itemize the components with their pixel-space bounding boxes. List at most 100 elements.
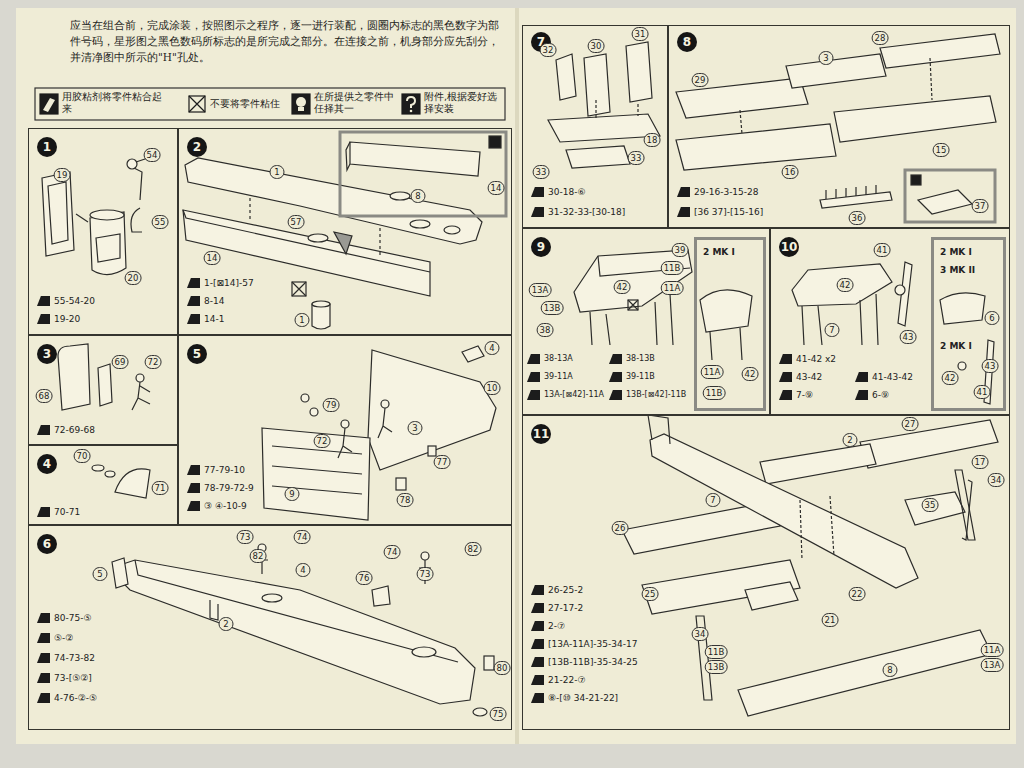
assembly-sequence: 73-[⑤②]	[37, 672, 92, 684]
part-drawing	[628, 300, 638, 310]
callout-number: 27	[902, 417, 919, 431]
part-drawing	[484, 656, 494, 670]
step-panel: 1126-25-227-17-22-⑦[13A-11A]-35-34-17[13…	[522, 415, 1010, 730]
part-drawing	[301, 394, 309, 402]
part-drawing	[740, 58, 932, 134]
callout-number: 16	[782, 165, 799, 179]
part-drawing	[918, 190, 972, 214]
callout-number: 11B	[661, 261, 684, 275]
part-drawing	[292, 282, 306, 296]
assembly-sequence: 41-43-42	[855, 371, 913, 383]
part-drawing	[428, 446, 436, 456]
callout-number: 5	[93, 567, 108, 581]
callout-number: 13A	[981, 658, 1004, 672]
callout-number: 3	[408, 421, 423, 435]
assembly-sequence: 4-76-②-⑤	[37, 692, 97, 704]
callout-number: 8	[883, 663, 898, 677]
callout-number: 72	[145, 355, 162, 369]
legend-text: 不要将零件粘住	[210, 98, 288, 110]
part-drawing	[48, 182, 68, 244]
assembly-sequence: 77-79-10	[187, 464, 245, 476]
callout-number: 41	[874, 243, 891, 257]
part-drawing	[955, 470, 975, 540]
step-number: 3	[37, 344, 57, 364]
callout-number: 33	[533, 165, 550, 179]
step-number: 10	[779, 237, 799, 257]
part-drawing	[310, 408, 318, 416]
paper-sheet	[16, 8, 1016, 744]
assembly-sequence: 43-42	[779, 371, 822, 383]
part-drawing	[628, 300, 638, 310]
part-drawing	[262, 428, 370, 520]
assembly-sequence: 72-69-68	[37, 424, 95, 436]
callout-number: 73	[237, 530, 254, 544]
part-drawing	[895, 285, 905, 295]
callout-number: 15	[933, 143, 950, 157]
callout-number: 69	[112, 355, 129, 369]
assembly-sequence: 13B-[⊠42]-11B	[609, 389, 686, 401]
step-number: 11	[531, 424, 551, 444]
part-drawing	[136, 374, 144, 382]
assembly-sequence: 55-54-20	[37, 295, 95, 307]
step-panel: 577-79-1078-79-72-9③ ④-10-9	[178, 335, 512, 525]
part-drawing	[90, 210, 124, 220]
part-drawing	[183, 210, 430, 296]
part-drawing	[346, 142, 350, 170]
part-drawing	[911, 175, 921, 185]
assembly-sequence: 1-[⊠14]-57	[187, 277, 254, 289]
callout-number: 42	[837, 278, 854, 292]
part-drawing	[132, 382, 150, 410]
callout-number: 10	[484, 381, 501, 395]
assembly-sequence: 14-1	[187, 313, 224, 325]
part-drawing	[800, 496, 834, 560]
legend-icon	[189, 96, 205, 112]
part-drawing	[396, 478, 406, 490]
part-drawing	[473, 708, 487, 716]
assembly-sequence: 29-16-3-15-28	[677, 186, 759, 198]
part-drawing	[131, 208, 142, 232]
callout-number: 7	[825, 323, 840, 337]
callout-number: 21	[822, 613, 839, 627]
part-drawing	[58, 344, 90, 410]
part-drawing	[792, 264, 892, 306]
assembly-sequence: 80-75-⑤	[37, 612, 91, 624]
callout-number: 34	[988, 473, 1005, 487]
callout-number: 26	[612, 521, 629, 535]
callout-number: 19	[54, 168, 71, 182]
variant-label: 2 MK I	[940, 246, 972, 258]
step-number: 1	[37, 137, 57, 157]
legend-icon	[292, 94, 310, 114]
part-drawing	[626, 42, 652, 102]
assembly-sequence: 74-73-82	[37, 652, 95, 664]
legend-bar	[35, 88, 505, 120]
part-drawing	[390, 192, 410, 200]
part-drawing	[962, 480, 972, 540]
part-drawing	[42, 172, 74, 256]
callout-number: 8	[411, 189, 426, 203]
part-drawing	[596, 100, 638, 120]
assembly-sequence: 7-⑨	[779, 389, 813, 401]
callout-number: 80	[494, 661, 511, 675]
step-panel: 3 72-69-68	[28, 335, 178, 445]
part-drawing	[410, 220, 430, 228]
part-drawing	[183, 210, 430, 272]
callout-number: 4	[485, 341, 500, 355]
part-drawing	[412, 647, 436, 657]
part-drawing	[940, 293, 985, 324]
part-drawing	[584, 54, 610, 116]
part-drawing	[745, 582, 798, 610]
callout-number: 57	[288, 215, 305, 229]
part-drawing	[556, 54, 576, 100]
callout-number: 39	[672, 243, 689, 257]
step-number: 6	[37, 534, 57, 554]
part-drawing	[648, 415, 670, 444]
callout-number: 11A	[661, 281, 684, 295]
callout-number: 41	[974, 385, 991, 399]
legend-icon	[296, 97, 306, 107]
part-drawing	[338, 428, 352, 458]
callout-number: 3	[819, 51, 834, 65]
part-drawing	[334, 232, 352, 254]
callout-number: 42	[942, 371, 959, 385]
step-number: 9	[531, 237, 551, 257]
